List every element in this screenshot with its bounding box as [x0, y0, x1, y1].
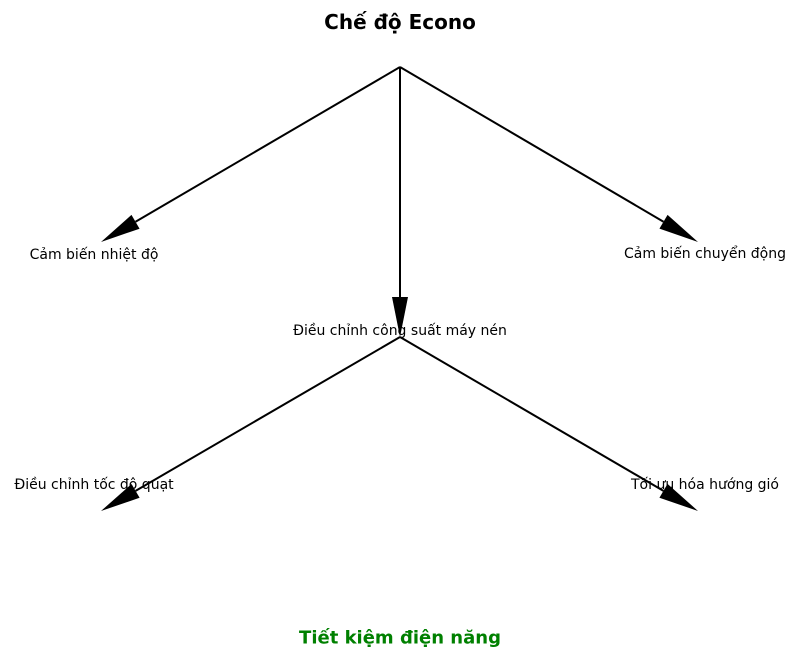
edge-compressor-to-fan: [135, 336, 401, 492]
diagram-footer: Tiết kiệm điện năng: [299, 627, 501, 649]
diagram-title: Chế độ Econo: [324, 10, 476, 34]
edge-root-to-motion: [399, 66, 665, 223]
arrowhead-temp: [101, 214, 140, 242]
node-temperature-sensor: Cảm biến nhiệt độ: [29, 247, 159, 263]
arrowhead-fan: [101, 483, 140, 511]
node-compressor-power: Điều chỉnh công suất máy nén: [293, 323, 507, 339]
edge-root-to-temp: [135, 66, 401, 223]
arrowhead-motion: [659, 214, 698, 242]
arrowhead-airflow: [659, 483, 698, 511]
arrowhead-compressor: [392, 297, 408, 337]
edge-compressor-to-airflow: [399, 336, 664, 492]
node-motion-sensor: Cảm biến chuyển động: [623, 246, 787, 262]
node-airflow-direction: Tối ưu hóa hướng gió: [631, 477, 779, 493]
node-fan-speed: Điều chỉnh tốc độ quạt: [14, 477, 174, 493]
